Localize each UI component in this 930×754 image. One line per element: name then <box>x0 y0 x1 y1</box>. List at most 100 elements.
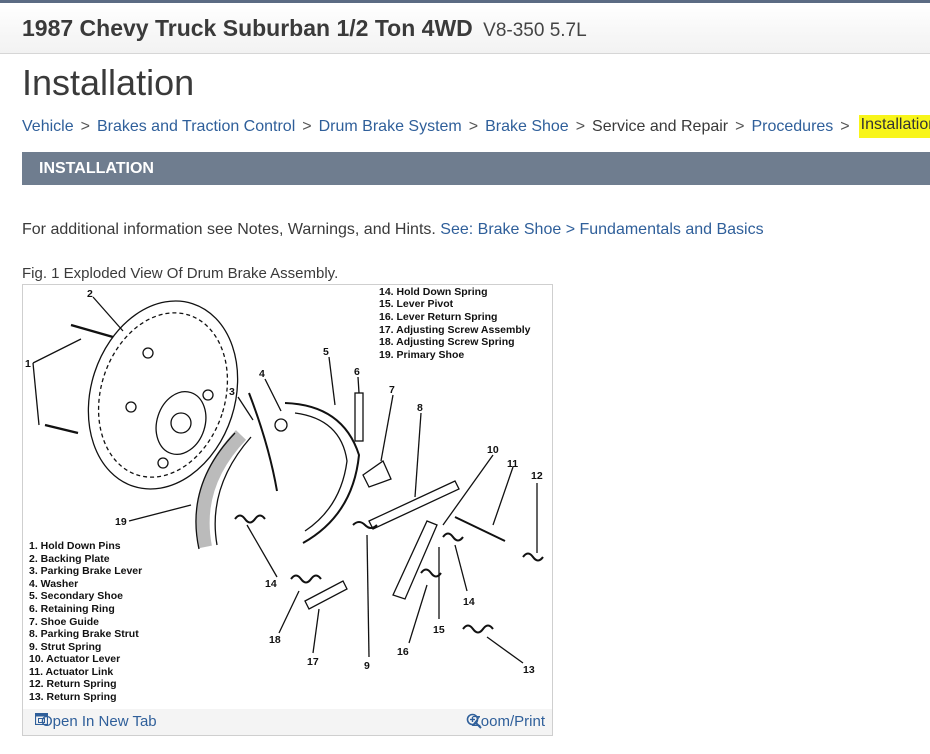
secondary-shoe-shape <box>284 402 361 544</box>
bolt-hole-shape <box>157 457 169 469</box>
primary-shoe-edge-shape <box>214 436 252 546</box>
figure-exploded-view[interactable]: 1 2 3 4 5 6 7 8 9 10 11 12 13 14 14 15 1… <box>22 284 553 736</box>
legend-item-5: 5. Secondary Shoe <box>29 590 123 602</box>
zoom-print-label: Zoom/Print <box>471 713 545 730</box>
breadcrumb-separator-icon: > <box>735 117 745 135</box>
legend-item-8: 8. Parking Brake Strut <box>29 628 139 640</box>
callout-8: 8 <box>417 402 423 414</box>
breadcrumb-procedures[interactable]: Procedures <box>751 117 834 135</box>
section-title: INSTALLATION <box>39 160 154 177</box>
callout-5: 5 <box>323 346 329 358</box>
callout-18: 18 <box>269 634 281 646</box>
vehicle-header: 1987 Chevy Truck Suburban 1/2 Ton 4WD V8… <box>0 0 930 54</box>
strut-spring-shape <box>352 521 378 529</box>
breadcrumb-vehicle[interactable]: Vehicle <box>22 117 74 135</box>
callout-line <box>237 396 254 421</box>
callout-line <box>380 394 394 462</box>
callout-line <box>454 544 468 592</box>
callout-line <box>278 590 300 634</box>
breadcrumb-drum-brake[interactable]: Drum Brake System <box>318 117 462 135</box>
additional-info-note: For additional information see Notes, Wa… <box>22 221 764 239</box>
lever-return-spring-shape <box>420 568 442 578</box>
callout-line <box>328 356 336 406</box>
callout-4: 4 <box>259 368 265 380</box>
hold-down-spring-shape <box>234 514 266 524</box>
hold-down-spring-shape <box>442 532 464 542</box>
legend-item-12: 12. Return Spring <box>29 678 117 690</box>
callout-line <box>92 296 124 332</box>
return-spring-shape <box>462 624 494 634</box>
callout-line <box>486 636 524 664</box>
see-fundamentals-link[interactable]: See: Brake Shoe > Fundamentals and Basic… <box>440 221 764 238</box>
breadcrumb-separator-icon: > <box>468 117 479 135</box>
breadcrumb-separator-icon: > <box>575 117 586 135</box>
callout-19: 19 <box>115 516 127 528</box>
vehicle-model: 1987 Chevy Truck Suburban 1/2 Ton 4WD <box>22 15 473 41</box>
legend-item-11: 11. Actuator Link <box>29 666 113 678</box>
open-in-new-tab-label: Open In New Tab <box>41 713 157 730</box>
legend-item-17: 17. Adjusting Screw Assembly <box>379 324 531 336</box>
washer-shape <box>274 418 288 432</box>
backing-plate-inner-shape <box>97 312 229 478</box>
callout-line <box>32 338 82 364</box>
breadcrumb-service-repair: Service and Repair <box>592 117 729 135</box>
breadcrumb-brake-shoe[interactable]: Brake Shoe <box>485 117 569 135</box>
callout-1: 1 <box>25 358 31 370</box>
bolt-hole-shape <box>202 389 214 401</box>
return-spring-shape <box>522 552 544 562</box>
callout-line <box>246 524 278 578</box>
shoe-guide-shape <box>362 460 392 488</box>
bolt-hole-shape <box>125 401 137 413</box>
callout-6: 6 <box>354 366 360 378</box>
callout-14b: 14 <box>463 596 475 608</box>
breadcrumb-separator-icon: > <box>80 117 90 135</box>
callout-line <box>442 454 494 526</box>
callout-line <box>32 362 40 426</box>
callout-line <box>366 534 370 658</box>
callout-line <box>312 608 320 654</box>
callout-16: 16 <box>397 646 409 658</box>
breadcrumb-separator-icon: > <box>302 117 312 135</box>
callout-7: 7 <box>389 384 395 396</box>
legend-item-15: 15. Lever Pivot <box>379 298 454 310</box>
figure-footer: Open In New Tab Zoom/Print <box>23 709 552 735</box>
drum-brake-diagram: 1 2 3 4 5 6 7 8 9 10 11 12 13 14 14 15 1… <box>25 286 544 703</box>
actuator-lever-shape <box>392 520 438 600</box>
callout-line <box>414 412 422 498</box>
legend-item-16: 16. Lever Return Spring <box>379 311 497 323</box>
breadcrumb-brakes[interactable]: Brakes and Traction Control <box>96 117 296 135</box>
legend-item-4: 4. Washer <box>29 578 78 590</box>
actuator-link-shape <box>454 516 506 542</box>
vehicle-title: 1987 Chevy Truck Suburban 1/2 Ton 4WD V8… <box>22 15 587 42</box>
figure-caption: Fig. 1 Exploded View Of Drum Brake Assem… <box>22 265 339 282</box>
open-in-new-tab-link[interactable]: Open In New Tab <box>35 713 157 730</box>
primary-shoe-edge-shape <box>195 432 236 550</box>
hold-down-pin-shape <box>44 423 79 435</box>
legend-item-9: 9. Strut Spring <box>29 641 101 653</box>
legend-item-1: 1. Hold Down Pins <box>29 540 121 552</box>
callout-13: 13 <box>523 664 535 676</box>
adjusting-screw-shape <box>304 580 348 610</box>
retaining-ring-shape <box>354 392 364 442</box>
legend-item-2: 2. Backing Plate <box>29 553 110 565</box>
callout-line <box>408 584 428 644</box>
callout-line <box>492 466 514 526</box>
callout-3: 3 <box>229 386 235 398</box>
vehicle-engine: V8-350 5.7L <box>483 20 587 41</box>
parking-brake-lever-shape <box>248 392 278 492</box>
legend-item-19: 19. Primary Shoe <box>379 349 464 361</box>
legend-item-7: 7. Shoe Guide <box>29 616 99 628</box>
callout-2: 2 <box>87 288 93 300</box>
hold-down-pin-shape <box>70 323 114 339</box>
section-header: INSTALLATION <box>22 152 930 185</box>
zoom-print-link[interactable]: Zoom/Print <box>466 713 545 730</box>
callout-10: 10 <box>487 444 499 456</box>
secondary-shoe-inner-shape <box>294 412 348 532</box>
axle-flange-shape <box>155 391 207 455</box>
page-title: Installation <box>22 62 195 103</box>
callout-15: 15 <box>433 624 445 636</box>
breadcrumb-current-installation: Installation <box>858 115 930 138</box>
legend-item-6: 6. Retaining Ring <box>29 603 115 615</box>
callout-14: 14 <box>265 578 277 590</box>
breadcrumb: Vehicle > Brakes and Traction Control > … <box>22 115 930 138</box>
